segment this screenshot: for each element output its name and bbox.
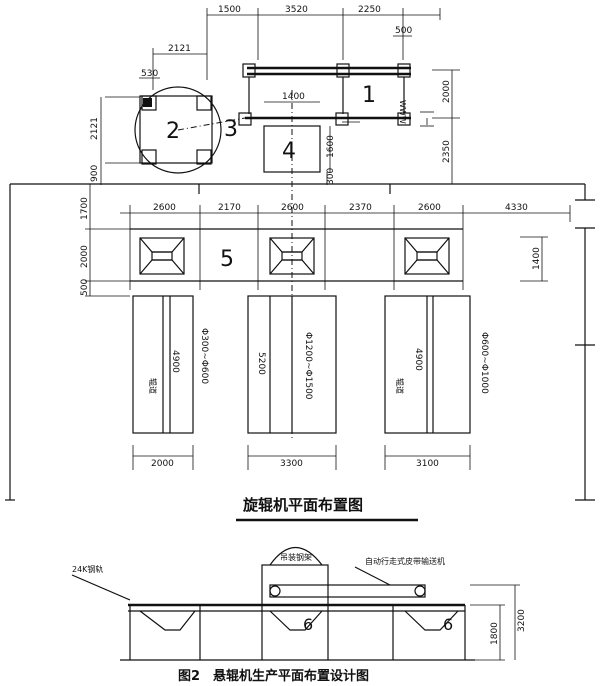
dim-300: 300: [326, 168, 336, 185]
dim-2121-left: 2121: [90, 117, 100, 140]
pit-1: [139, 237, 185, 275]
dim-2370: 2370: [349, 203, 372, 213]
table-3-width: 3100: [416, 459, 439, 469]
table-2: 5200 Φ1200~Φ1500 3300: [247, 295, 337, 470]
dim-4330: 4330: [505, 203, 528, 213]
elevation-conveyor-label: 自动行走式皮带输送机: [365, 556, 445, 566]
top-dimension-chain: 1500 3520 2250 500: [206, 5, 441, 80]
table-3-length: 4900: [413, 348, 423, 371]
dim-3200: 3200: [517, 609, 527, 632]
dim-2000-left: 2000: [80, 245, 90, 268]
equipment-1-frame: 1 WWW: [238, 63, 434, 127]
pit-2: [269, 237, 315, 275]
pit-row: 5: [130, 228, 463, 282]
dim-1600: 1600: [326, 135, 336, 158]
table-3-range: Φ600~Φ1000: [479, 332, 489, 394]
dim-1400-right: 1400: [532, 247, 542, 270]
table-1-length: 4900: [170, 350, 180, 373]
pit-3: [404, 237, 450, 275]
dim-500: 500: [395, 26, 412, 36]
table-2-range: Φ1200~Φ1500: [303, 332, 313, 400]
table-1: 4900 辊道 Φ300~Φ600 2000: [132, 295, 209, 470]
dim-1500: 1500: [218, 5, 241, 15]
dim-1800: 1800: [490, 622, 500, 645]
elevation-hoist-label: 吊装钢架: [280, 552, 312, 562]
dim-2600-c: 2600: [418, 203, 441, 213]
plan-title-group: 旋辊机平面布置图: [236, 496, 418, 522]
dim-2170: 2170: [218, 203, 241, 213]
dim-2121-top: 2121: [168, 44, 191, 54]
table-3: 4900 辊道 Φ600~Φ1000 3100: [384, 295, 489, 470]
dim-2600-b: 2600: [281, 203, 304, 213]
table-1-width: 2000: [151, 459, 174, 469]
dim-500-left: 500: [80, 279, 90, 296]
table-2-width: 3300: [280, 459, 303, 469]
label-equipment-1: 1: [362, 83, 376, 108]
right-dims: 2000 2350: [432, 69, 460, 185]
table-2-length: 5200: [256, 352, 266, 375]
side-mark-1: WWW: [398, 100, 407, 124]
label-equipment-3: 3: [224, 117, 238, 142]
dim-2600-a: 2600: [153, 203, 176, 213]
dim-1700: 1700: [80, 197, 90, 220]
equipment-2-circle: 2121 530 2 2121 900 3: [90, 44, 246, 185]
table-1-tag: 辊道: [148, 378, 158, 394]
label-equipment-6-b: 6: [443, 615, 453, 634]
label-equipment-6-a: 6: [303, 615, 313, 634]
plan-title: 旋辊机平面布置图: [242, 496, 363, 514]
dim-2250: 2250: [358, 5, 381, 15]
table-3-tag: 辊道: [395, 378, 405, 394]
elevation-rail-label: 24K钢轨: [72, 564, 103, 574]
elevation-view: 24K钢轨 吊装钢架 自动行走式皮带输送机 6 6 1800 3200: [71, 547, 527, 661]
building-outline: [5, 183, 595, 501]
dim-530: 530: [141, 69, 158, 79]
label-equipment-5: 5: [220, 247, 234, 272]
dim-2000-right: 2000: [442, 80, 452, 103]
dim-2350: 2350: [442, 140, 452, 163]
dim-3520: 3520: [285, 5, 308, 15]
dim-900: 900: [90, 165, 100, 182]
row-dimensions: 2600 2170 2600 2370 2600 4330 1700 2000 …: [80, 183, 571, 297]
table-1-range: Φ300~Φ600: [199, 328, 209, 384]
dim-1400-top: 1400: [282, 92, 305, 102]
label-equipment-4: 4: [282, 139, 296, 164]
label-equipment-2: 2: [166, 119, 180, 144]
figure-caption: 图2 悬辊机生产平面布置设计图: [178, 668, 369, 684]
